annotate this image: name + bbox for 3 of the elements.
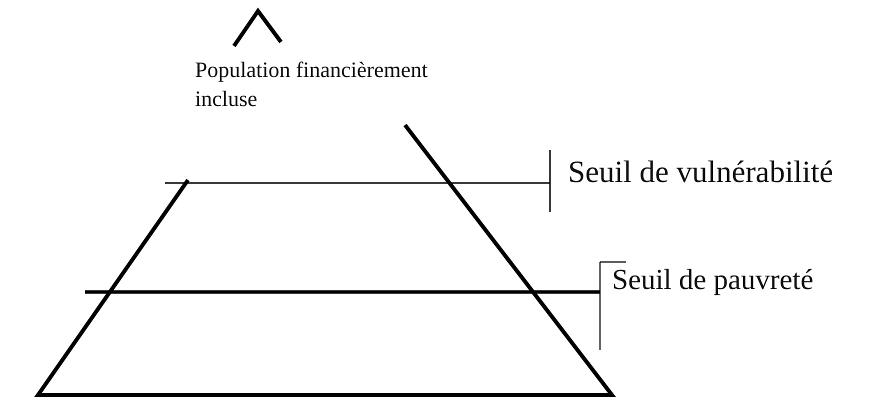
threshold-label: Seuil de vulnérabilité [568,153,834,191]
group-label: Population financièrement incluse [195,56,429,113]
threshold-label: Seuil de pauvreté [612,263,814,298]
